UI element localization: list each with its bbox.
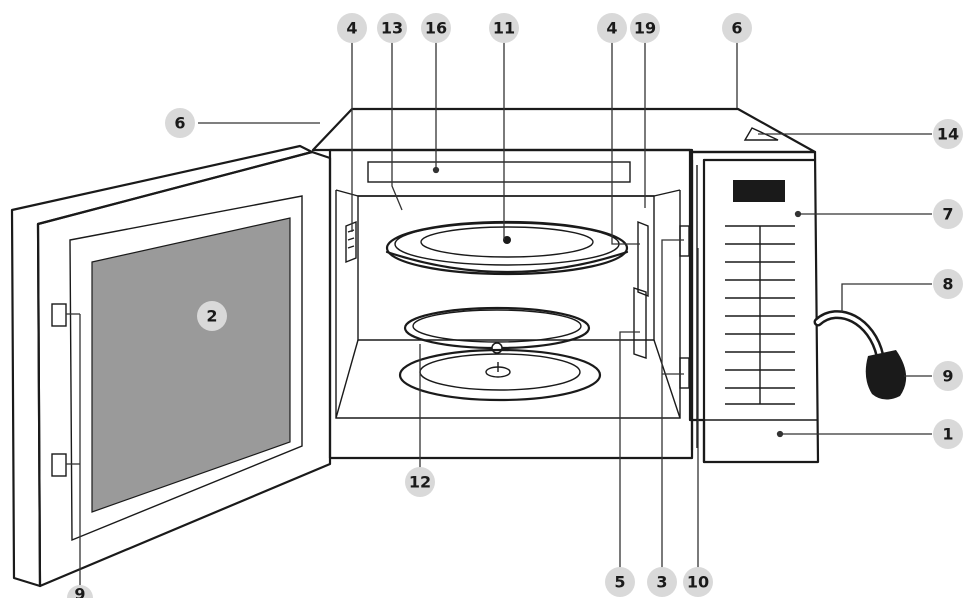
callout-14: 14 xyxy=(933,119,963,149)
callout-11: 11 xyxy=(489,13,519,43)
oven-top-panel xyxy=(311,107,817,154)
door-hook-upper xyxy=(51,303,67,327)
glass-tray xyxy=(385,220,629,276)
door-edge xyxy=(10,144,314,588)
door-window xyxy=(91,217,291,513)
callout-1: 1 xyxy=(933,419,963,449)
callout-14-text: 14 xyxy=(937,125,959,144)
callout-1-text: 1 xyxy=(942,425,953,444)
latch-hole-lower xyxy=(679,357,690,389)
callout-12-text: 12 xyxy=(409,473,431,492)
callout-6b: 6 xyxy=(722,13,752,43)
callout-19: 19 xyxy=(630,13,660,43)
cavity-back-wall xyxy=(357,195,655,341)
callout-6b-text: 6 xyxy=(731,19,742,38)
door-inner-frame xyxy=(69,195,303,542)
callout-5: 5 xyxy=(605,567,635,597)
callout-2: 2 xyxy=(197,301,227,331)
door-hook-lower xyxy=(51,453,67,477)
callout-10-text: 10 xyxy=(687,573,709,592)
callout-4a: 4 xyxy=(337,13,367,43)
display-window xyxy=(733,180,785,202)
callout-7-text: 7 xyxy=(942,205,953,224)
callout-6a-text: 6 xyxy=(174,114,185,133)
callout-hinge: 9 xyxy=(67,585,93,603)
right-side-vent-lower xyxy=(633,287,647,359)
callout-4a-text: 4 xyxy=(346,19,357,38)
callout-7: 7 xyxy=(933,199,963,229)
callout-12: 12 xyxy=(405,467,435,497)
waveguide-cover xyxy=(367,161,631,183)
callout-16: 16 xyxy=(421,13,451,43)
power-plug xyxy=(865,350,907,400)
callout-13: 13 xyxy=(377,13,407,43)
callout-16-text: 16 xyxy=(425,19,447,38)
callout-hinge-text: 9 xyxy=(74,585,85,599)
callout-8-text: 8 xyxy=(942,275,953,294)
right-side-vent-upper xyxy=(637,220,649,298)
callout-4b-text: 4 xyxy=(606,19,617,38)
turntable xyxy=(385,220,629,402)
callout-3-text: 3 xyxy=(656,573,667,592)
callout-13-text: 13 xyxy=(381,19,403,38)
callout-4b: 4 xyxy=(597,13,627,43)
callout-8: 8 xyxy=(933,269,963,299)
oven-door xyxy=(10,144,332,588)
left-side-vent xyxy=(345,220,357,264)
callout-9: 9 xyxy=(933,361,963,391)
control-buttons xyxy=(725,225,795,405)
leader-lines xyxy=(198,42,932,582)
callout-9-text: 9 xyxy=(942,367,953,386)
callout-10: 10 xyxy=(683,567,713,597)
turntable-base xyxy=(398,348,602,402)
callout-3: 3 xyxy=(647,567,677,597)
callout-6a: 6 xyxy=(165,108,195,138)
oven-body xyxy=(311,107,817,460)
callout-2-text: 2 xyxy=(206,307,217,326)
callout-5-text: 5 xyxy=(614,573,625,592)
callout-19-text: 19 xyxy=(634,19,656,38)
power-cord xyxy=(813,310,907,400)
callout-11-text: 11 xyxy=(493,19,515,38)
latch-hole-upper xyxy=(679,225,690,257)
control-panel xyxy=(688,150,820,464)
